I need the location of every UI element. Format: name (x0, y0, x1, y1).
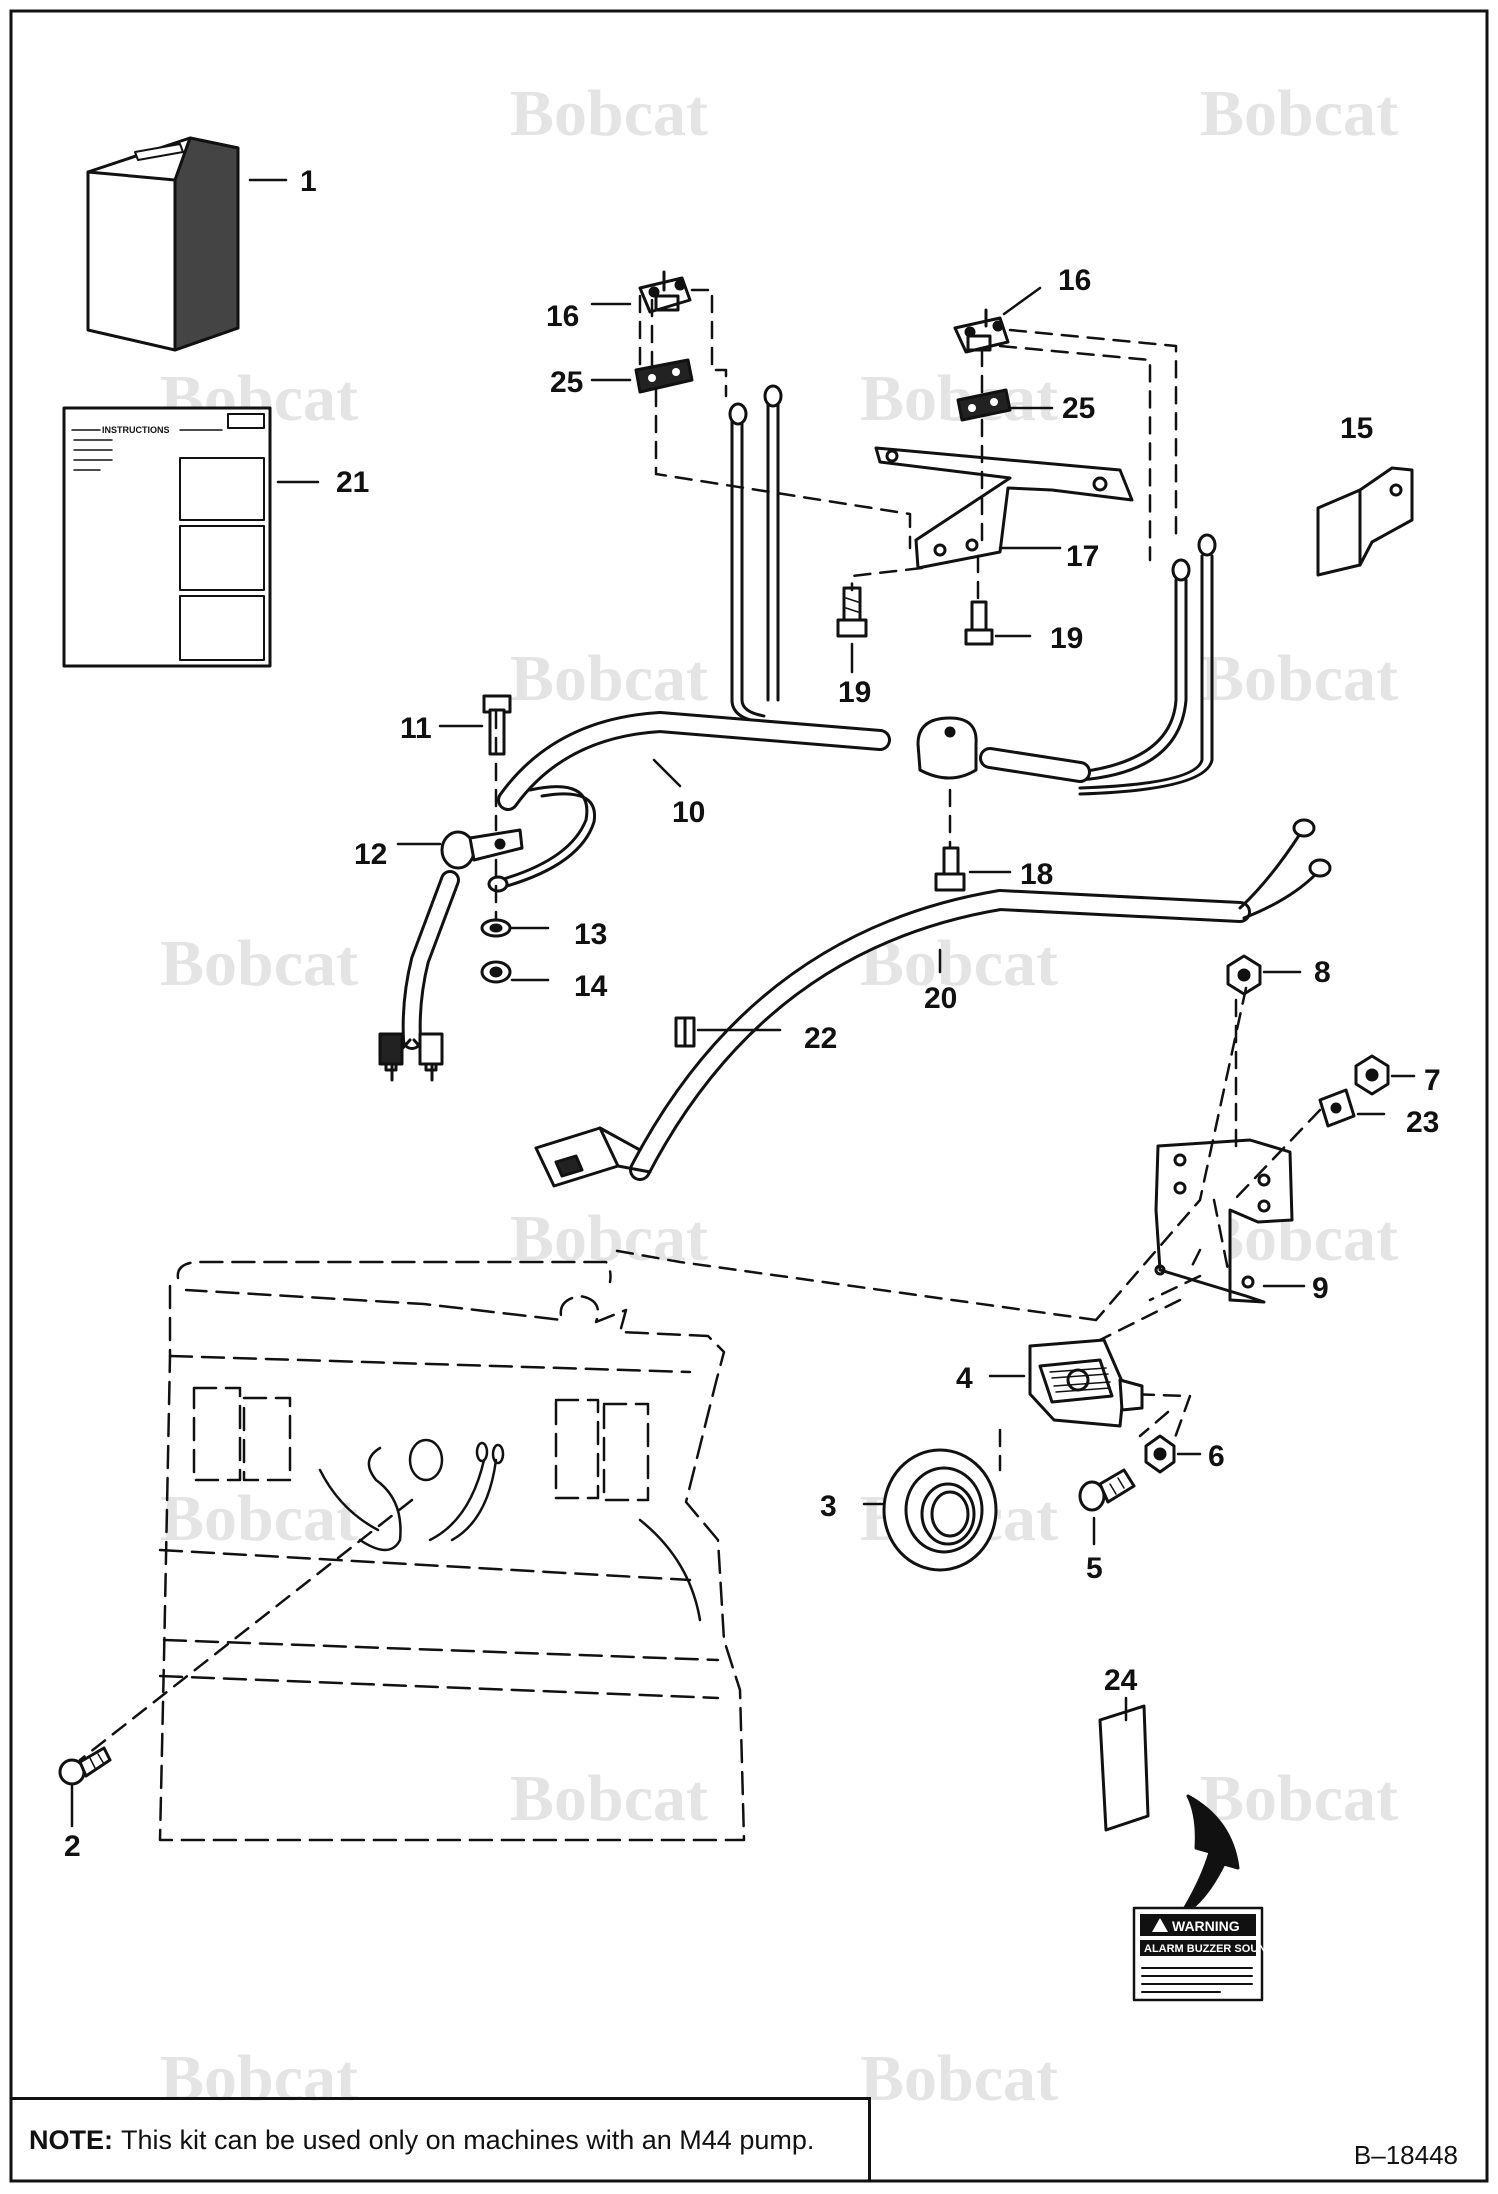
part-3-grommet (882, 1448, 998, 1572)
decal-warning-label: WARNING (1172, 1918, 1240, 1934)
watermark: Bobcat (1200, 1762, 1398, 1835)
callout-19-left: 19 (838, 676, 871, 709)
callout-7: 7 (1424, 1064, 1441, 1097)
callout-5: 5 (1086, 1552, 1103, 1585)
callout-4: 4 (956, 1362, 973, 1395)
callout-6: 6 (1208, 1440, 1225, 1473)
callout-18: 17 (1066, 540, 1099, 573)
callout-12: 12 (354, 838, 387, 871)
part-22-plate (1318, 1088, 1356, 1128)
part-24-decal (1098, 1704, 1264, 2002)
decal-subtext: ALARM BUZZER SOUNDS (1144, 1943, 1282, 1955)
note-text: This kit can be used only on machines wi… (121, 2125, 815, 2155)
callout-2: 2 (64, 1830, 81, 1863)
watermark: Bobcat (1200, 77, 1398, 150)
callout-17: 18 (1020, 858, 1053, 891)
note-prefix: NOTE: (29, 2125, 113, 2155)
wire-harness-right-leads (1078, 533, 1217, 796)
part-8-nut (1226, 954, 1262, 996)
part-23-instruction-sheet: INSTRUCTIONS (62, 406, 272, 668)
part-5-bolt (1078, 1468, 1136, 1512)
watermark: Bobcat (510, 1202, 708, 1275)
watermark: Bobcat (160, 927, 358, 1000)
panel-wiring (318, 1438, 702, 1622)
part-25-plate-left (634, 358, 694, 394)
part-13-washer (480, 918, 512, 938)
watermark: Bobcat (510, 77, 708, 150)
harness-clamp-middle (916, 716, 978, 780)
callout-25-right: 25 (1062, 392, 1095, 425)
watermark: Bobcat (860, 2042, 1058, 2115)
part-6-nut (1144, 1434, 1176, 1474)
assembly-dashed-lines (78, 288, 1322, 1762)
callout-24: 24 (1104, 1664, 1138, 1697)
part-1-package-box (86, 136, 240, 352)
part-14-nut (480, 960, 512, 984)
instrument-panel (158, 1260, 746, 1842)
watermark: Bobcat (160, 1482, 358, 1555)
callout-11: 11 (400, 712, 432, 745)
part-17-bolt (934, 846, 966, 892)
watermark: Bobcat (160, 2042, 358, 2115)
callout-10: 10 (672, 796, 705, 829)
callout-16-right: 16 (1058, 264, 1091, 297)
watermark-layer: Bobcat Bobcat Bobcat Bobcat Bobcat Bobca… (160, 77, 1398, 2115)
callout-23: 21 (336, 466, 369, 499)
watermark: Bobcat (1200, 642, 1398, 715)
callout-21: 22 (804, 1022, 837, 1055)
part-21-clip (674, 1016, 696, 1048)
drawing-number: B–18448 (1353, 2140, 1458, 2170)
callout-8: 8 (1314, 956, 1331, 989)
part-7-nut (1354, 1054, 1390, 1096)
connector-pair (378, 1032, 444, 1072)
part-9-bracket (1154, 1138, 1294, 1304)
page-border (9, 9, 1489, 2183)
part-15-bracket (1316, 466, 1414, 577)
callout-15: 15 (1340, 412, 1373, 445)
part-18-mount-bracket (874, 446, 1134, 570)
watermark: Bobcat (1200, 1202, 1398, 1275)
part-25-plate-right (956, 388, 1012, 422)
note-box: NOTE: This kit can be used only on machi… (11, 2097, 871, 2181)
callout-14: 14 (574, 970, 608, 1003)
watermark: Bobcat (510, 642, 708, 715)
callout-1: 1 (300, 165, 317, 198)
callout-3: 3 (820, 1490, 837, 1523)
callout-labels: 1 21 16 25 16 25 15 17 19 19 11 10 12 13… (64, 165, 1441, 1863)
callout-25-left: 25 (550, 366, 583, 399)
callout-13: 13 (574, 918, 607, 951)
callout-19-right: 19 (1050, 622, 1083, 655)
part-19-bolt-left (836, 586, 868, 638)
wire-harness-left-leads (728, 384, 783, 724)
callout-9: 9 (1312, 1272, 1329, 1305)
instructions-title: INSTRUCTIONS (102, 425, 170, 435)
part-12-clamp (440, 828, 524, 870)
callout-22: 23 (1406, 1106, 1439, 1139)
watermark: Bobcat (510, 1762, 708, 1835)
part-16-switch-right (953, 308, 1010, 354)
part-19-bolt-right (964, 600, 994, 646)
part-2-screw (58, 1746, 112, 1786)
callout-20: 20 (924, 982, 957, 1015)
part-16-switch-left (638, 270, 692, 314)
callout-16-left: 16 (546, 300, 579, 333)
leader-lines (70, 178, 1416, 1828)
part-4-backup-alarm (1028, 1338, 1144, 1428)
harness-plug (534, 1126, 652, 1188)
part-20-wire-harness (629, 818, 1332, 1181)
